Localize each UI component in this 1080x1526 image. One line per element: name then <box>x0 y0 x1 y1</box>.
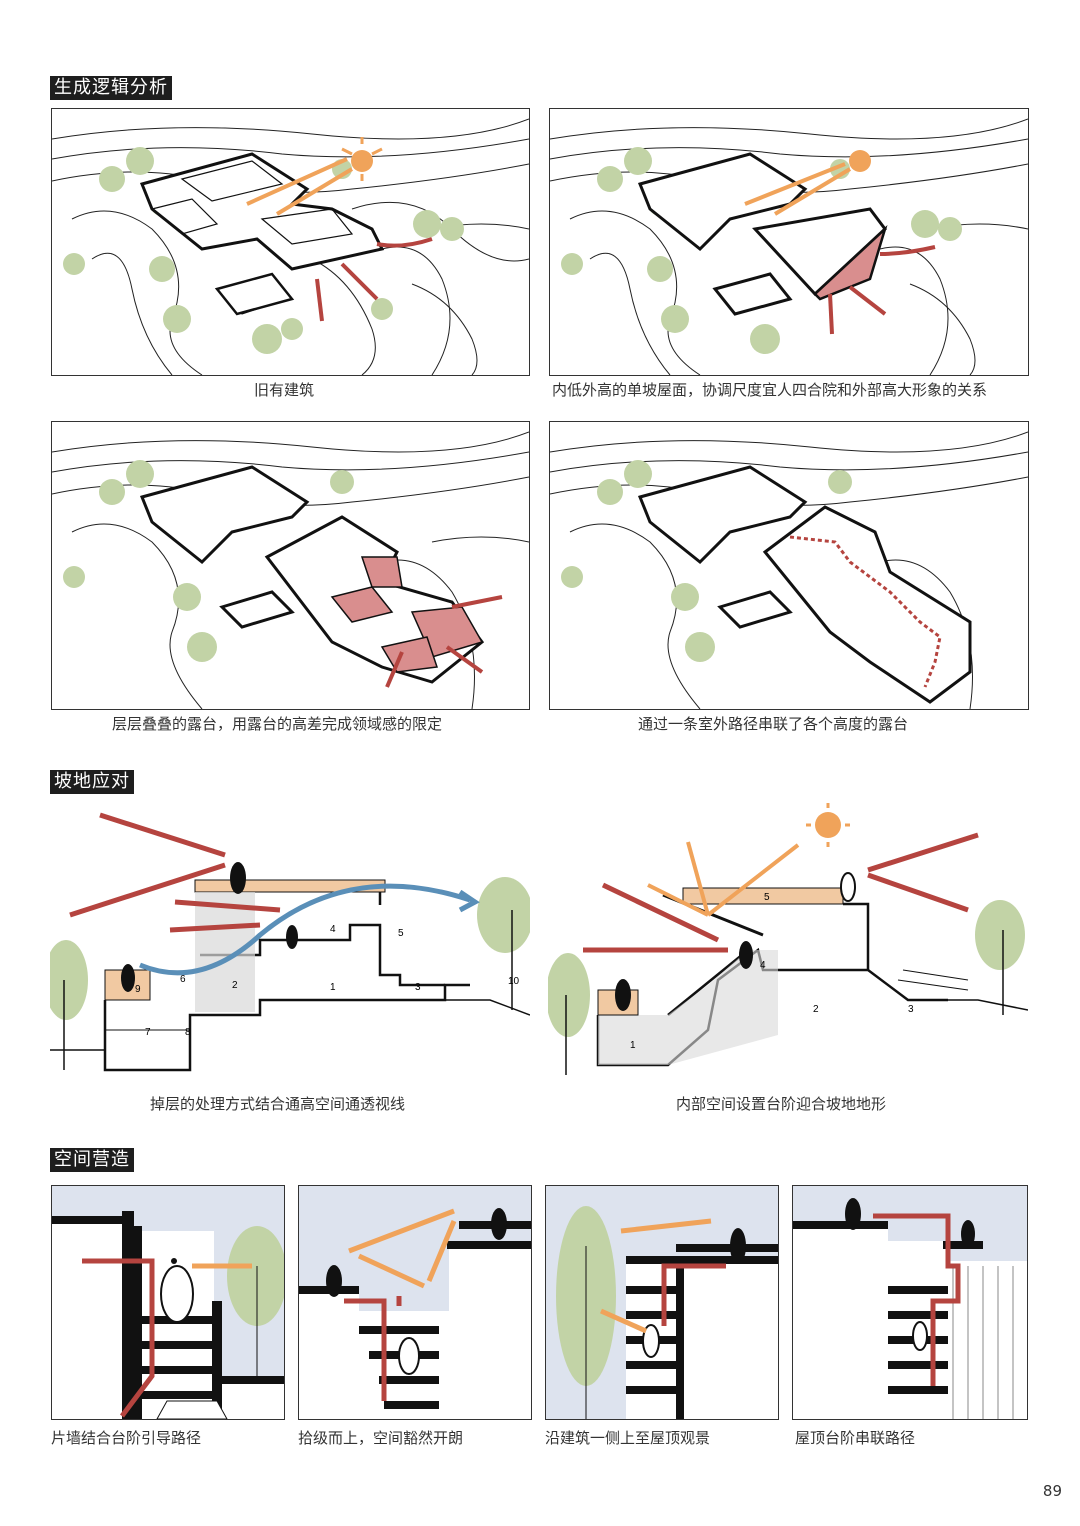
space-panel-climb-open <box>298 1185 532 1420</box>
caption-logic-4: 通过一条室外路径串联了各个高度的露台 <box>638 715 909 733</box>
caption-space-2: 拾级而上，空间豁然开朗 <box>298 1429 464 1447</box>
label-6: 6 <box>180 974 186 985</box>
logic-panel-old-building <box>51 108 530 376</box>
label-3: 3 <box>415 982 421 993</box>
site-plan-path <box>550 431 1028 709</box>
caption-space-4: 屋顶台阶串联路径 <box>795 1429 916 1447</box>
caption-space-1: 片墙结合台阶引导路径 <box>51 1429 202 1447</box>
caption-logic-1: 旧有建筑 <box>254 381 315 399</box>
label-r4: 4 <box>760 960 766 971</box>
label-r3: 3 <box>908 1004 914 1015</box>
space-svg-3 <box>556 1206 778 1419</box>
space-svg-2 <box>299 1208 531 1419</box>
label-2: 2 <box>232 980 238 991</box>
space-panel-wall-steps <box>51 1185 285 1420</box>
space-panel-side-roof-view <box>545 1185 779 1420</box>
logic-panel-layered-terraces <box>51 421 530 710</box>
label-4: 4 <box>330 924 336 935</box>
label-7: 7 <box>145 1027 151 1038</box>
page-number: 89 <box>1042 1482 1062 1500</box>
section-right-svg: 1 2 3 4 5 <box>548 803 1028 1075</box>
logic-panel-single-slope-roof <box>549 108 1029 376</box>
section-left-svg: 1 2 3 4 5 6 7 8 9 10 <box>50 812 530 1072</box>
space-svg-1 <box>52 1211 284 1419</box>
caption-slope-1: 掉层的处理方式结合通高空间通透视线 <box>150 1095 406 1113</box>
label-r1: 1 <box>630 1040 636 1051</box>
label-10: 10 <box>508 976 520 987</box>
label-r2: 2 <box>813 1004 819 1015</box>
section-title-space: 空间营造 <box>50 1148 134 1172</box>
logic-panel-connecting-path <box>549 421 1029 710</box>
section-drawing-stepped-interior: 1 2 3 4 5 <box>548 800 1028 1085</box>
site-plan-terraces <box>52 431 529 709</box>
label-8: 8 <box>185 1027 191 1038</box>
caption-slope-2: 内部空间设置台阶迎合坡地地形 <box>676 1095 887 1113</box>
caption-logic-3: 层层叠叠的露台，用露台的高差完成领域感的限定 <box>112 715 443 733</box>
section-drawing-split-level: 1 2 3 4 5 6 7 8 9 10 <box>50 800 530 1085</box>
site-plan-roof <box>550 118 1028 375</box>
space-svg-4 <box>793 1198 1027 1419</box>
section-title-slope: 坡地应对 <box>50 770 134 794</box>
label-1: 1 <box>330 982 336 993</box>
label-5: 5 <box>398 928 404 939</box>
caption-space-3: 沿建筑一侧上至屋顶观景 <box>545 1429 711 1447</box>
caption-logic-2: 内低外高的单坡屋面，协调尺度宜人四合院和外部高大形象的关系 <box>552 381 988 399</box>
section-title-logic: 生成逻辑分析 <box>50 76 172 100</box>
label-r5: 5 <box>764 892 770 903</box>
site-plan-old <box>52 118 529 375</box>
label-9: 9 <box>135 984 141 995</box>
space-panel-roof-steps <box>792 1185 1028 1420</box>
